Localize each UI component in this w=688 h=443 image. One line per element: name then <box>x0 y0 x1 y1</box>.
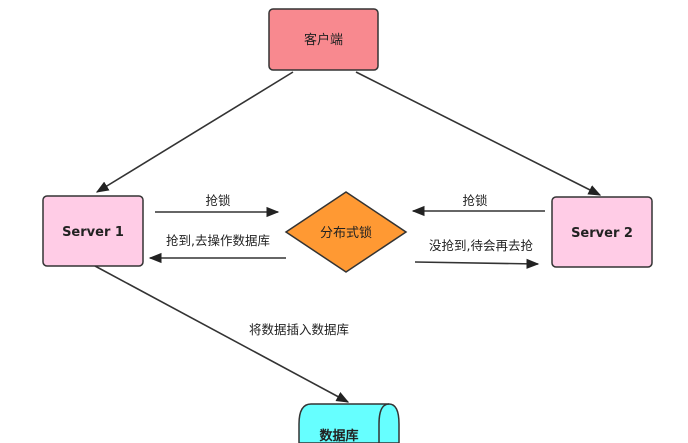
edge-lock-server2 <box>414 258 540 269</box>
database-node <box>298 403 400 443</box>
distributed-lock-node <box>284 191 408 273</box>
edge-client-server2 <box>355 71 602 196</box>
edge-client-server1 <box>95 71 294 193</box>
client-node <box>268 8 379 71</box>
client-label: 客户端 <box>304 32 343 48</box>
server2-node <box>551 196 653 268</box>
server1-label: Server 1 <box>62 225 124 240</box>
label-server2-result: 没抢到,待会再去抢 <box>429 238 533 253</box>
distributed-lock-label: 分布式锁 <box>320 225 372 241</box>
label-server2-grab: 抢锁 <box>462 193 488 208</box>
server1-node <box>42 195 144 267</box>
database-label: 数据库 <box>319 428 358 443</box>
label-server1-result: 抢到,去操作数据库 <box>166 233 270 248</box>
server2-label: Server 2 <box>571 226 633 241</box>
label-server1-grab: 抢锁 <box>205 193 231 208</box>
label-server1-database: 将数据插入数据库 <box>249 322 349 337</box>
edge-server1-database <box>94 265 350 403</box>
